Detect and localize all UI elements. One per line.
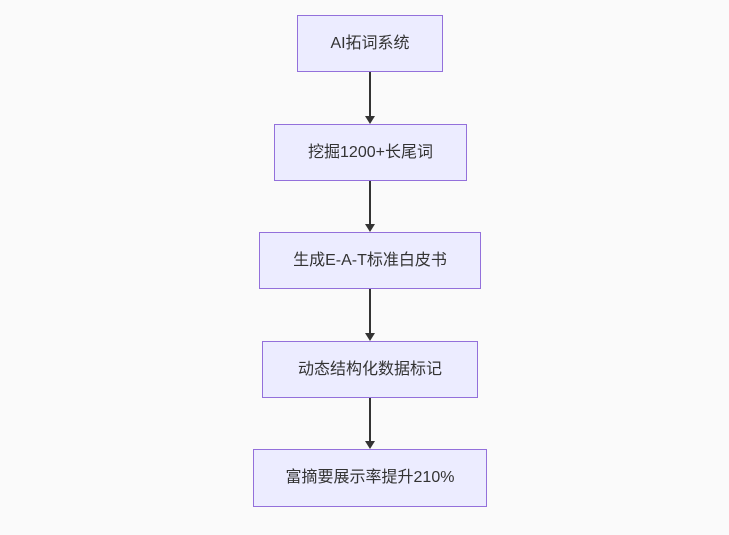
flow-arrow-3 — [364, 289, 376, 341]
arrow-head-icon — [365, 441, 375, 449]
arrow-head-icon — [365, 116, 375, 124]
arrow-head-icon — [365, 333, 375, 341]
node-label: 挖掘1200+长尾词 — [308, 143, 433, 161]
node-longtail-mining: 挖掘1200+长尾词 — [274, 124, 467, 181]
node-label: AI拓词系统 — [330, 34, 410, 52]
flow-arrow-1 — [364, 72, 376, 124]
node-label: 富摘要展示率提升210% — [285, 469, 455, 486]
node-structured-data-markup: 动态结构化数据标记 — [262, 341, 478, 398]
node-ai-keyword-system: AI拓词系统 — [297, 15, 443, 72]
flow-arrow-2 — [364, 181, 376, 232]
arrow-line — [369, 72, 371, 116]
arrow-line — [369, 289, 371, 333]
node-label: 生成E-A-T标准白皮书 — [293, 251, 447, 269]
node-label: 动态结构化数据标记 — [297, 360, 442, 378]
arrow-line — [369, 181, 371, 224]
arrow-line — [369, 398, 371, 441]
arrow-head-icon — [365, 224, 375, 232]
flow-arrow-4 — [364, 398, 376, 449]
node-eat-whitepaper: 生成E-A-T标准白皮书 — [259, 232, 481, 289]
node-rich-snippet-result: 富摘要展示率提升210% — [253, 449, 487, 507]
